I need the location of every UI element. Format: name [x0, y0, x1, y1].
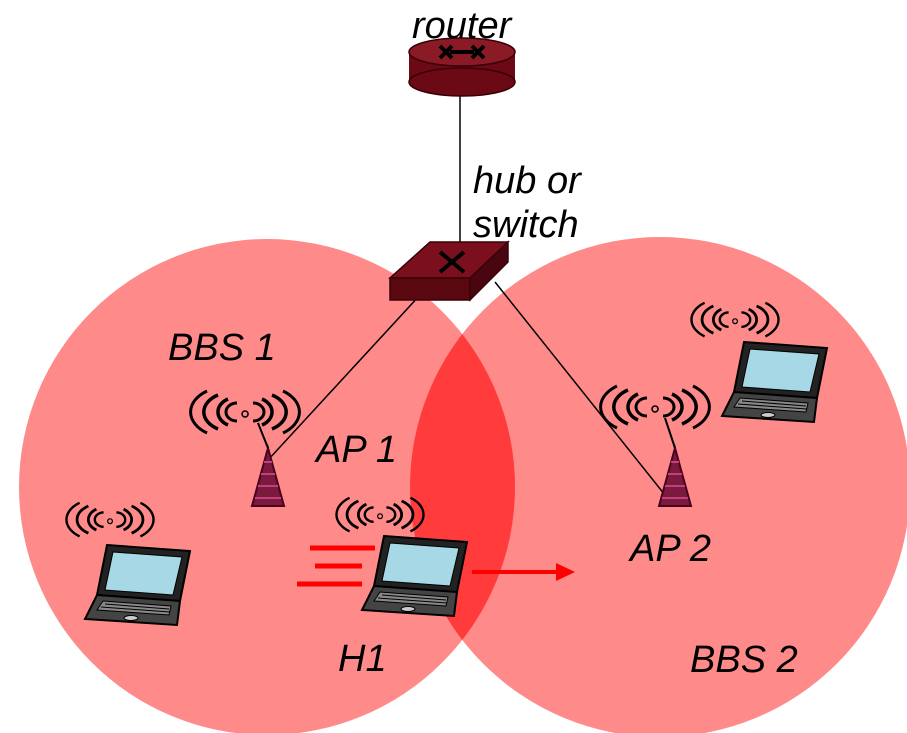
router-icon — [408, 37, 516, 97]
hub-switch-label-line2: switch — [473, 204, 579, 246]
ap2-label: AP 2 — [628, 528, 711, 570]
bbs2-label: BBS 2 — [690, 639, 798, 681]
h1-label: H1 — [338, 638, 387, 680]
movement-arrow-icon — [472, 563, 575, 581]
motion-lines-icon — [297, 545, 375, 587]
switch-icon — [388, 240, 510, 302]
bbs1-label: BBS 1 — [168, 327, 276, 369]
link-switch-ap1 — [267, 294, 421, 461]
router-label: router — [412, 5, 513, 47]
link-switch-ap2 — [494, 281, 666, 496]
hub-switch-label-line1: hub or — [473, 160, 582, 202]
ap1-access-point-icon — [251, 422, 285, 507]
ap1-label: AP 1 — [314, 429, 397, 471]
ap2-access-point-icon — [658, 417, 692, 507]
